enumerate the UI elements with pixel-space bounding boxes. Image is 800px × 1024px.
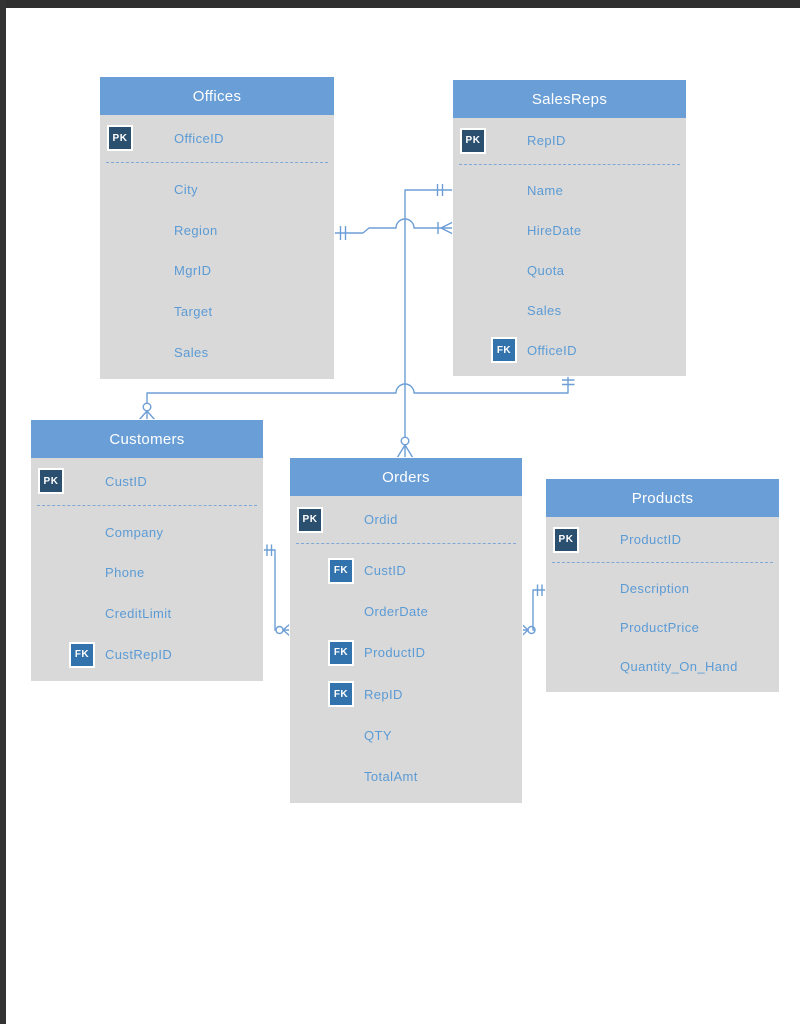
field-row: MgrID xyxy=(100,250,334,291)
table-title: Products xyxy=(546,479,779,517)
field-label: OfficeID xyxy=(174,130,224,146)
field-label: RepID xyxy=(364,686,403,702)
field-row: FK OfficeID xyxy=(453,330,686,370)
field-row: PK CustID xyxy=(31,461,263,502)
field-label: CreditLimit xyxy=(105,606,172,622)
field-label: CustRepID xyxy=(105,647,173,663)
field-label: Sales xyxy=(174,345,209,361)
pk-separator xyxy=(106,161,328,164)
field-row: Quantity_On_Hand xyxy=(546,647,779,686)
pk-badge: PK xyxy=(38,468,64,495)
table-title: Offices xyxy=(100,77,334,115)
field-row: PK OfficeID xyxy=(100,118,334,159)
field-label: City xyxy=(174,181,198,197)
pk-badge: PK xyxy=(460,127,486,154)
field-label: ProductID xyxy=(364,645,426,661)
viewer-frame-left-edge xyxy=(0,0,6,1024)
fk-badge: FK xyxy=(491,337,517,364)
fk-badge: FK xyxy=(328,681,354,708)
field-label: Quota xyxy=(527,262,565,278)
viewer-frame-top-edge xyxy=(0,0,800,8)
field-row: ProductPrice xyxy=(546,608,779,647)
field-label: Ordid xyxy=(364,512,398,528)
field-row: PK RepID xyxy=(453,121,686,161)
field-label: HireDate xyxy=(527,223,582,239)
field-label: ProductPrice xyxy=(620,620,700,635)
field-label: Description xyxy=(620,581,690,596)
pk-badge: PK xyxy=(107,125,133,152)
field-label: OfficeID xyxy=(527,342,577,358)
field-row: FK CustRepID xyxy=(31,634,263,675)
field-row: QTY xyxy=(290,715,522,756)
field-label: Region xyxy=(174,222,218,238)
field-row: Description xyxy=(546,569,779,608)
pk-separator xyxy=(296,543,516,545)
field-row: Phone xyxy=(31,553,263,594)
field-row: Quota xyxy=(453,250,686,290)
field-row: Name xyxy=(453,171,686,211)
field-row: FK RepID xyxy=(290,674,522,715)
field-label: RepID xyxy=(527,133,566,149)
field-label: ProductID xyxy=(620,532,682,547)
connector-salesreps-customers[interactable] xyxy=(138,376,575,421)
field-label: Name xyxy=(527,183,564,199)
field-row: OrderDate xyxy=(290,591,522,632)
field-label: Phone xyxy=(105,565,145,581)
fk-badge: FK xyxy=(328,639,354,666)
fk-badge: FK xyxy=(69,641,95,668)
table-title: Customers xyxy=(31,420,263,458)
connector-customers-orders[interactable] xyxy=(263,544,291,637)
field-label: QTY xyxy=(364,727,392,743)
field-row: TotalAmt xyxy=(290,756,522,797)
field-row: Sales xyxy=(453,290,686,330)
field-row: FK ProductID xyxy=(290,632,522,673)
field-row: Target xyxy=(100,291,334,332)
table-title: Orders xyxy=(290,458,522,496)
field-label: Quantity_On_Hand xyxy=(620,659,738,674)
field-label: CustID xyxy=(105,473,148,489)
field-label: Sales xyxy=(527,302,562,318)
field-row: City xyxy=(100,169,334,210)
field-row: FK CustID xyxy=(290,550,522,591)
field-label: Company xyxy=(105,524,164,540)
connector-offices-salesreps[interactable] xyxy=(334,218,454,240)
field-label: TotalAmt xyxy=(364,768,418,784)
field-row: PK ProductID xyxy=(546,520,779,559)
table-title: SalesReps xyxy=(453,80,686,118)
pk-badge: PK xyxy=(297,506,323,533)
connector-salesreps-orders[interactable] xyxy=(396,184,453,459)
fk-badge: FK xyxy=(328,557,354,584)
field-row: PK Ordid xyxy=(290,499,522,540)
connector-products-orders[interactable] xyxy=(521,584,546,637)
field-label: CustID xyxy=(364,563,407,579)
field-label: Target xyxy=(174,304,213,320)
field-row: Company xyxy=(31,512,263,553)
field-row: Sales xyxy=(100,332,334,373)
field-row: HireDate xyxy=(453,211,686,251)
pk-separator xyxy=(459,163,680,166)
field-row: Region xyxy=(100,210,334,251)
pk-separator xyxy=(552,562,773,564)
field-row: CreditLimit xyxy=(31,593,263,634)
field-label: MgrID xyxy=(174,263,212,279)
pk-separator xyxy=(37,504,257,507)
pk-badge: PK xyxy=(553,526,579,553)
field-label: OrderDate xyxy=(364,604,429,620)
